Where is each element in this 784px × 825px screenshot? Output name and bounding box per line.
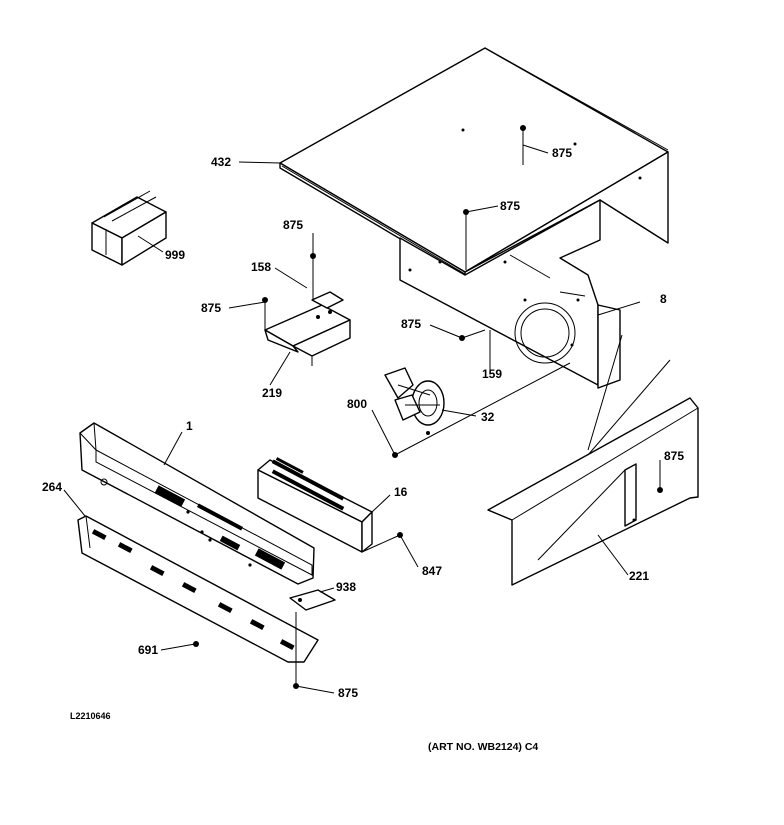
label-1: 1: [186, 419, 193, 433]
callout-labels: 432 875 875 875 999 158 875 8 875 159 21…: [42, 146, 684, 700]
leader-lines: [63, 130, 671, 694]
label-875-right: 875: [664, 449, 684, 463]
part-219-bracket: [264, 291, 351, 366]
part-1-control-panel: [79, 422, 315, 585]
label-219: 219: [262, 386, 282, 400]
label-875-cover: 875: [500, 199, 520, 213]
label-875-top: 875: [552, 146, 572, 160]
part-999-box: [91, 190, 167, 266]
label-875-bottom: 875: [338, 686, 358, 700]
label-875-bracket-top: 875: [283, 218, 303, 232]
label-432: 432: [211, 155, 231, 169]
part-938-clip: [289, 589, 336, 611]
part-8-side-panel: [399, 199, 621, 389]
label-938: 938: [336, 580, 356, 594]
label-221: 221: [629, 569, 649, 583]
label-159: 159: [482, 367, 502, 381]
part-264-trim: [77, 515, 319, 663]
label-8: 8: [660, 292, 667, 306]
label-32: 32: [481, 410, 495, 424]
part-221-bracket: [487, 397, 699, 586]
label-875-bracket-left: 875: [201, 301, 221, 315]
label-800: 800: [347, 397, 367, 411]
label-158: 158: [251, 260, 271, 274]
part-32-fan-motor: [384, 367, 445, 435]
label-999: 999: [165, 248, 185, 262]
label-16: 16: [394, 485, 408, 499]
label-847: 847: [422, 564, 442, 578]
label-875-fan: 875: [401, 317, 421, 331]
label-264: 264: [42, 480, 62, 494]
art-number: (ART NO. WB2124) C4: [428, 741, 538, 753]
part-16-control-board: [257, 457, 373, 553]
screws: [193, 125, 663, 689]
part-432-top-cover: [279, 47, 669, 278]
label-691: 691: [138, 643, 158, 657]
drawing-id: L2210646: [70, 711, 111, 721]
